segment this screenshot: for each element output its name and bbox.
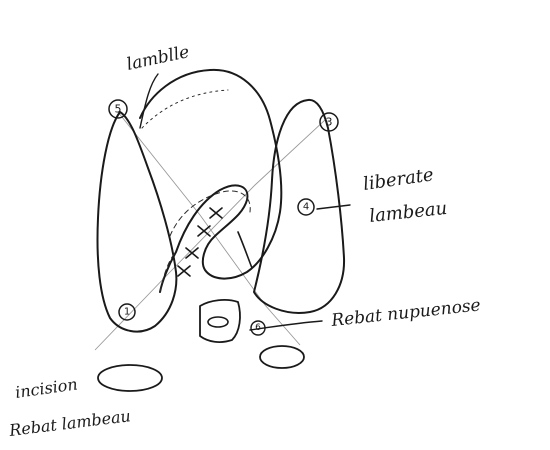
left-flap-outline — [98, 112, 177, 332]
label-left-line1: incision — [14, 374, 79, 402]
label-bottom-right: Rebat nupuenose — [329, 295, 481, 331]
marker-number: 6 — [255, 323, 261, 333]
stitch-mark — [178, 266, 190, 276]
label-right-line2: lambeau — [368, 198, 448, 227]
leader-line-right — [317, 205, 350, 209]
marker-number: 3 — [326, 116, 333, 129]
stitch-mark — [210, 208, 222, 218]
central-flap-outline — [140, 70, 281, 292]
nasal-patch-square — [200, 300, 240, 342]
rebat-oval-right — [260, 346, 304, 368]
marker-number: 4 — [303, 202, 309, 213]
label-right-line1: liberate — [362, 164, 435, 195]
rebat-oval-left — [98, 365, 162, 391]
leader-lines — [140, 74, 350, 330]
stitch-mark — [198, 226, 210, 236]
diagonal-line-left — [118, 112, 300, 345]
marker-number: 5 — [115, 103, 122, 116]
nasal-patch-inner-oval — [208, 317, 228, 327]
marker-top-left: 5 — [109, 100, 127, 118]
central-flap-inner-stroke — [238, 232, 252, 268]
suture-marks — [178, 208, 222, 276]
label-top: lamblle — [125, 42, 191, 75]
label-left-line2: Rebat lambeau — [7, 406, 132, 440]
marker-number: 1 — [124, 307, 130, 318]
right-flap-outline — [254, 100, 344, 313]
marker-bottom-left: 1 — [119, 304, 135, 320]
marker-right-mid: 4 — [298, 199, 314, 215]
